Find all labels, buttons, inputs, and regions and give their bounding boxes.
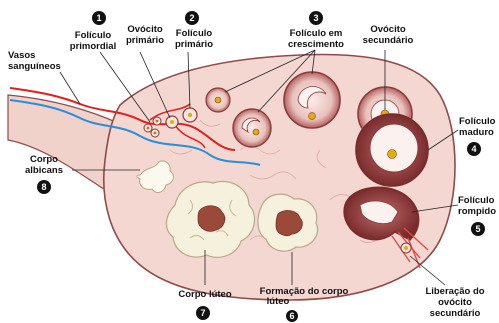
label-luteum-forming: Formação do corpo lúteo 6	[260, 286, 349, 322]
svg-text:Corpo: Corpo	[30, 154, 58, 165]
svg-text:Ovócito: Ovócito	[370, 24, 406, 35]
label-growing: 3 Folículo em crescimento	[288, 11, 344, 50]
svg-text:1: 1	[96, 13, 101, 23]
svg-text:4: 4	[471, 144, 476, 154]
label-luteum: Corpo lúteo 7	[178, 289, 231, 320]
svg-text:Folículo: Folículo	[75, 30, 112, 41]
svg-text:crescimento: crescimento	[288, 39, 344, 50]
label-albicans: Corpo albicans 8	[25, 154, 63, 194]
growing-follicle-large	[284, 72, 340, 128]
svg-text:2: 2	[189, 13, 194, 23]
svg-text:7: 7	[200, 308, 205, 318]
label-oocyte-secondary: Ovócito secundário	[363, 24, 414, 46]
label-oocyte-primary: Ovócito primário	[126, 24, 164, 46]
svg-text:5: 5	[475, 224, 480, 234]
svg-text:rompido: rompido	[458, 206, 496, 217]
svg-text:primário: primário	[175, 39, 213, 50]
svg-text:Folículo: Folículo	[176, 28, 213, 39]
mature-follicle	[356, 114, 428, 186]
svg-text:6: 6	[289, 311, 294, 321]
svg-text:sanguíneos: sanguíneos	[8, 61, 61, 72]
svg-text:3: 3	[313, 13, 318, 23]
growing-follicle-medium	[233, 109, 271, 147]
svg-text:primordial: primordial	[70, 41, 116, 52]
svg-text:ovócito: ovócito	[438, 297, 472, 308]
svg-text:lúteo: lúteo	[267, 296, 290, 307]
svg-text:primário: primário	[126, 35, 164, 46]
svg-text:secundário: secundário	[363, 35, 414, 46]
svg-text:Folículo: Folículo	[458, 195, 495, 206]
svg-text:Corpo lúteo: Corpo lúteo	[178, 289, 231, 300]
svg-text:8: 8	[41, 182, 46, 192]
svg-text:Ovócito: Ovócito	[127, 24, 163, 35]
label-mature: Folículo maduro 4	[459, 116, 496, 156]
label-primordial: 1 Folículo primordial	[70, 11, 116, 52]
svg-text:albicans: albicans	[25, 165, 63, 176]
label-ruptured: Folículo rompido 5	[458, 195, 496, 236]
svg-text:Liberação do: Liberação do	[425, 286, 484, 297]
svg-text:maduro: maduro	[459, 127, 494, 138]
svg-text:Folículo em: Folículo em	[290, 28, 343, 39]
label-vessels: Vasos sanguíneos	[8, 50, 61, 72]
svg-text:secundário: secundário	[430, 308, 481, 319]
label-follicle-primary: 2 Folículo primário	[175, 11, 213, 50]
label-release: Liberação do ovócito secundário	[425, 286, 484, 319]
svg-text:Folículo: Folículo	[459, 116, 496, 127]
svg-text:Vasos: Vasos	[8, 50, 35, 61]
